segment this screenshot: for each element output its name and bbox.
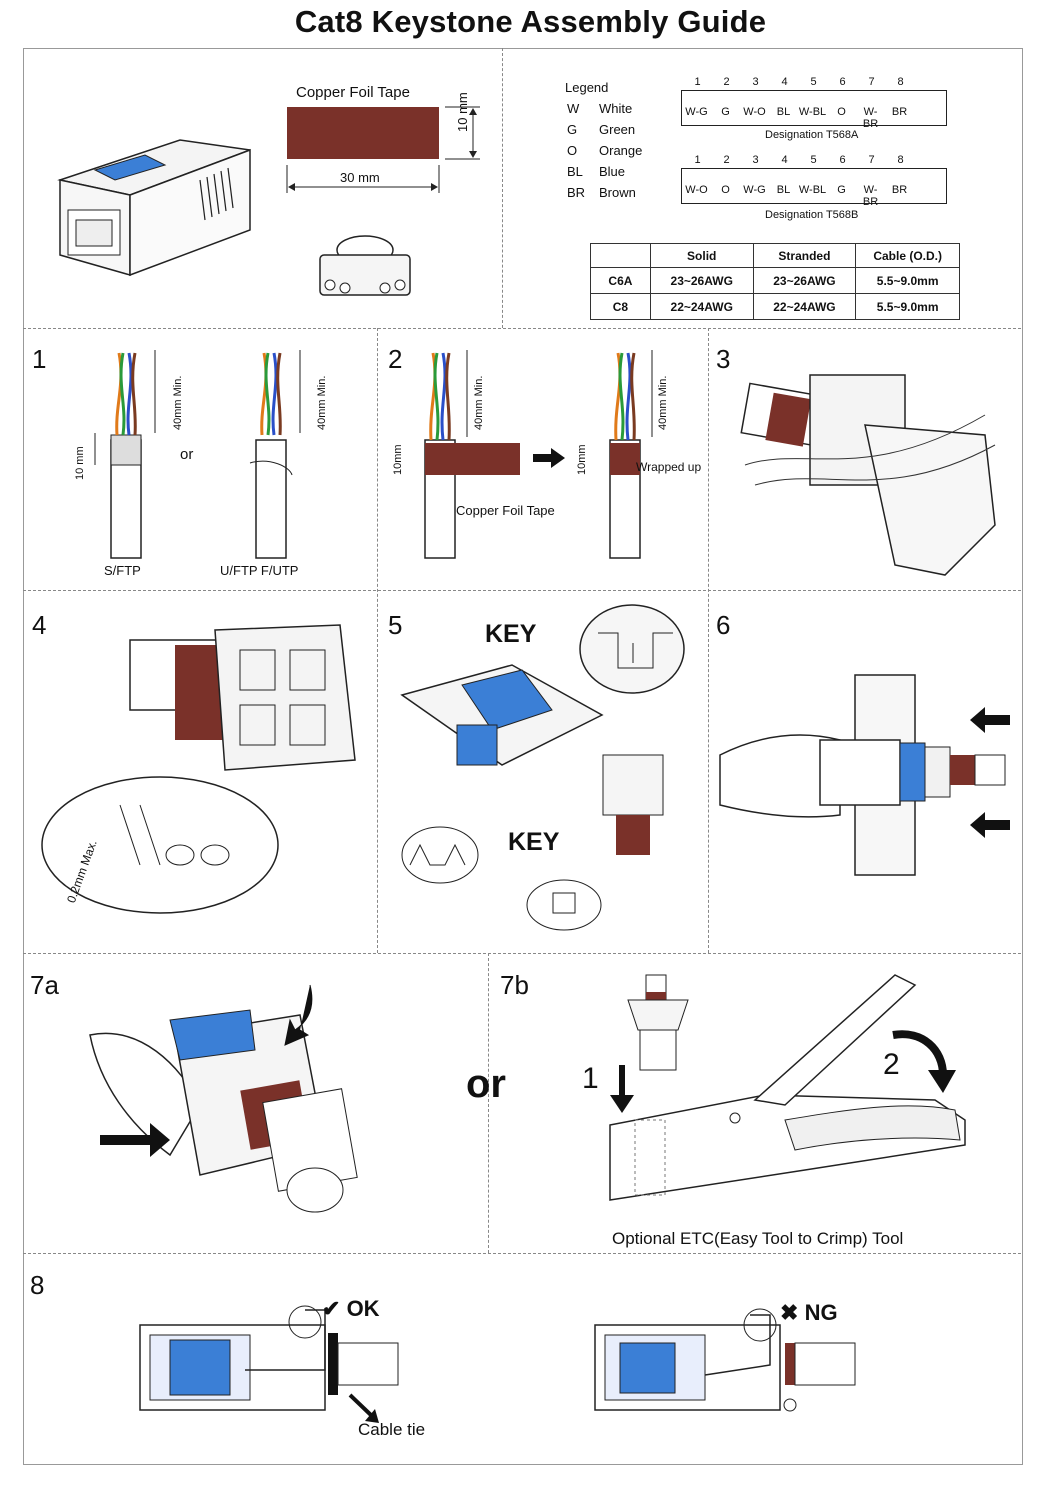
- step-4-number: 4: [32, 610, 47, 640]
- t568a-caption: Designation T568A: [765, 129, 859, 141]
- step-7b-crimp-tool: [609, 974, 966, 1201]
- page-title: Cat8 Keystone Assembly Guide: [294, 4, 767, 39]
- step-7b-caption: Optional ETC(Easy Tool to Crimp) Tool: [612, 1229, 904, 1248]
- step-2-dim-10-right: 10mm: [576, 444, 588, 475]
- legend-title: Legend: [565, 80, 609, 95]
- divider-v1: [377, 328, 378, 953]
- step-8-cable-tie-label: Cable tie: [358, 1420, 426, 1439]
- divider-v-header: [502, 48, 503, 328]
- cable-cap-illustration: [319, 235, 411, 296]
- step-5-key-detail-lower: [526, 879, 602, 931]
- step-5-number: 5: [388, 610, 403, 640]
- divider-h1: [23, 328, 1021, 329]
- step-6-tool-illustration: [719, 674, 1010, 876]
- step-7b-step1: 1: [582, 1062, 599, 1095]
- step-8-cable-tie-arrow: [348, 1393, 379, 1423]
- copper-foil-tape-diagram: [286, 106, 480, 193]
- step-1-label-utp: U/FTP F/UTP: [220, 563, 299, 578]
- step-1-dim-40-left: 40mm Min.: [172, 375, 184, 430]
- step-7-or: or: [466, 1062, 506, 1106]
- divider-h4: [23, 1253, 1021, 1254]
- step-2-dim-40-left: 40mm Min.: [473, 375, 485, 430]
- guide-frame: [23, 48, 1023, 1465]
- step-5-key-detail-circle: [579, 604, 685, 694]
- step-2-cable-before: [424, 350, 520, 559]
- copper-foil-tape-label: Copper Foil Tape: [296, 84, 410, 101]
- cross-icon: ✖: [780, 1300, 799, 1325]
- step-1-dim-10-left: 10 mm: [74, 446, 86, 480]
- step-1-label-sftp: S/FTP: [104, 563, 141, 578]
- step-2-arrow: [533, 448, 565, 468]
- t568b-caption: Designation T568B: [765, 209, 859, 221]
- step-7b-arrow-curved: [892, 1030, 956, 1093]
- step-2-dim-40-right: 40mm Min.: [657, 375, 669, 430]
- step-6-number: 6: [716, 610, 731, 640]
- step-8-ng: ✖ NG: [780, 1300, 838, 1325]
- step-2-number: 2: [388, 344, 403, 374]
- step-8-ok-illustration: [139, 1305, 399, 1411]
- divider-v3: [488, 953, 489, 1253]
- step-2-dim-10-left: 10mm: [392, 444, 404, 475]
- step-3-number: 3: [716, 344, 731, 374]
- step-2-cable-after: [609, 350, 653, 559]
- spec-table-header: Solid Stranded Cable (O.D.): [590, 243, 960, 268]
- dim-10mm-label: 10 mm: [455, 92, 470, 132]
- step-8-ok: ✔ OK: [322, 1296, 380, 1321]
- divider-h2: [23, 590, 1021, 591]
- step-2-wrapped-label: Wrapped up: [636, 460, 702, 474]
- checkmark-icon: ✔: [322, 1296, 341, 1321]
- step-5-key-bottom: KEY: [508, 828, 560, 856]
- step-5-connector-illustration: [400, 664, 604, 766]
- step-1-cable-utp: [249, 350, 301, 559]
- step-1-number: 1: [32, 344, 47, 374]
- step-8-ng-illustration: [594, 1308, 856, 1412]
- divider-v2: [708, 328, 709, 953]
- step-4-module-illustration: [129, 624, 356, 771]
- step-1-or: or: [180, 446, 194, 463]
- keystone-jack-illustration: [57, 139, 251, 277]
- divider-h3: [23, 953, 1021, 954]
- step-3-lacing-illustration: [740, 374, 996, 576]
- step-5-module-small: [602, 754, 664, 855]
- step-1-cable-sftp: [94, 350, 156, 559]
- step-5-key-detail-bottom: [401, 826, 479, 884]
- step-2-tape-label: Copper Foil Tape: [456, 503, 555, 518]
- step-7b-step2: 2: [883, 1048, 900, 1081]
- step-7b-number: 7b: [500, 970, 529, 1000]
- step-4-detail-ellipse: [41, 776, 279, 914]
- step-5-key-top: KEY: [485, 620, 537, 648]
- step-7b-arrow-down: [610, 1065, 634, 1113]
- step-7a-closing-illustration: [89, 984, 358, 1213]
- dim-30mm-label: 30 mm: [340, 170, 380, 185]
- step-7b-module-small: [627, 974, 689, 1071]
- step-8-number: 8: [30, 1270, 45, 1300]
- step-1-dim-40-right: 40mm Min.: [316, 375, 328, 430]
- step-7a-number: 7a: [30, 970, 59, 1000]
